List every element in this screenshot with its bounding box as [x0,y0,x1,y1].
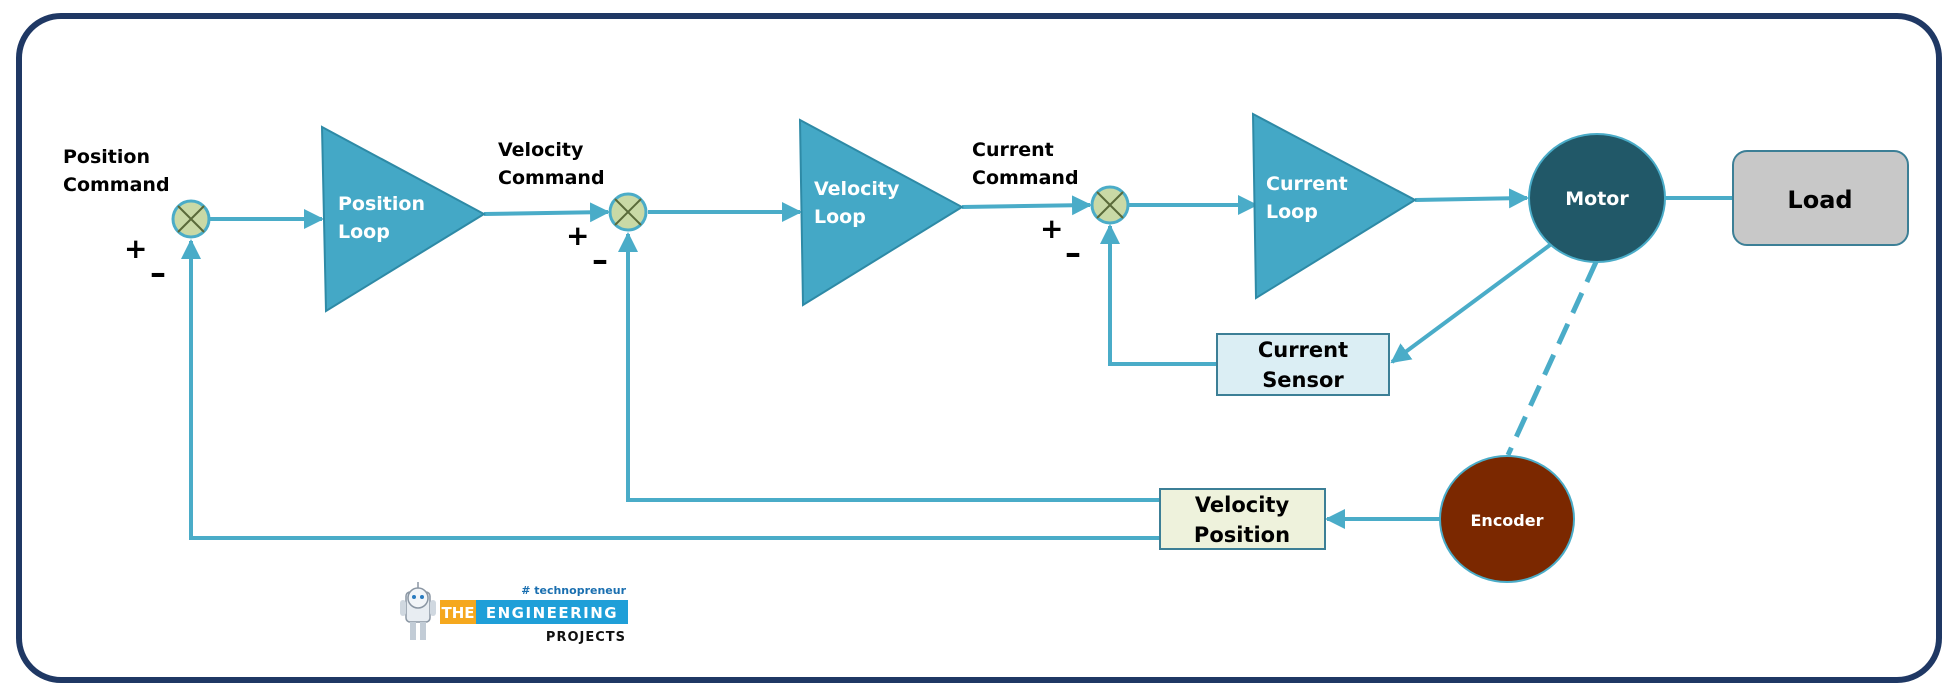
robot-mascot-icon [400,582,436,640]
current-sensor-block: Current Sensor [1216,333,1390,396]
summing-junction-3 [1090,185,1130,225]
current-command-label-line2: Command [972,167,1079,189]
logo-the-background [440,600,476,624]
velocity-loop-label-line2: Loop [814,206,866,228]
current-command-label-line1: Current [972,139,1054,161]
logo-engineering: ENGINEERING [486,604,618,622]
engineering-projects-logo: # technopreneur THE ENGINEERING PROJECTS [400,582,628,645]
summing-junction-1 [171,199,211,239]
minus-sign-2: – [592,241,608,279]
current-sensor-label-line2: Sensor [1262,368,1344,392]
velocity-loop-label-line1: Velocity [814,178,900,200]
minus-sign-3: – [1065,234,1081,272]
line-velocity-feedback-to-sum2 [618,232,1160,502]
position-loop-label-line1: Position [338,193,425,215]
current-loop-label-line1: Current [1266,173,1348,195]
motor-block: Motor [1528,133,1666,263]
current-sensor-label-line1: Current [1258,338,1348,362]
line-position-feedback-to-sum1 [181,239,1160,540]
line-current-loop-to-motor [1414,188,1529,209]
minus-sign-1: – [150,254,166,292]
position-loop-block: Position Loop [320,125,487,313]
line-velocity-loop-to-sum3 [961,195,1092,216]
logo-engineering-background [476,600,628,624]
current-loop-label-line2: Loop [1266,201,1318,223]
position-command-label-line1: Position [63,146,150,168]
plus-sign-3: + [1040,212,1063,245]
current-loop-block: Current Loop [1251,112,1418,300]
velocity-position-block: Velocity Position [1159,488,1326,550]
load-label: Load [1787,186,1852,214]
velocity-loop-block: Velocity Loop [798,118,965,307]
line-motor-to-current-sensor [1390,243,1552,364]
velocity-command-label-line2: Command [498,167,605,189]
encoder-label: Encoder [1471,511,1544,530]
position-command-label-line2: Command [63,174,170,196]
plus-sign-2: + [566,219,589,252]
diagram-frame [16,13,1942,683]
logo-tagline: # technopreneur [521,584,626,597]
line-position-loop-to-sum2 [483,202,610,223]
logo-projects: PROJECTS [546,630,626,645]
motor-label: Motor [1565,188,1629,210]
velocity-position-label-line1: Velocity [1195,493,1290,517]
dashed-motor-to-encoder [1505,260,1599,457]
line-current-sensor-to-sum3 [1100,224,1217,366]
summing-junction-2 [608,192,648,232]
velocity-command-label-line1: Velocity [498,139,584,161]
logo-the: THE [441,604,474,622]
velocity-position-label-line2: Position [1194,523,1290,547]
encoder-block: Encoder [1439,455,1575,583]
position-loop-label-line2: Loop [338,221,390,243]
plus-sign-1: + [124,232,147,265]
load-block: Load [1732,150,1909,246]
